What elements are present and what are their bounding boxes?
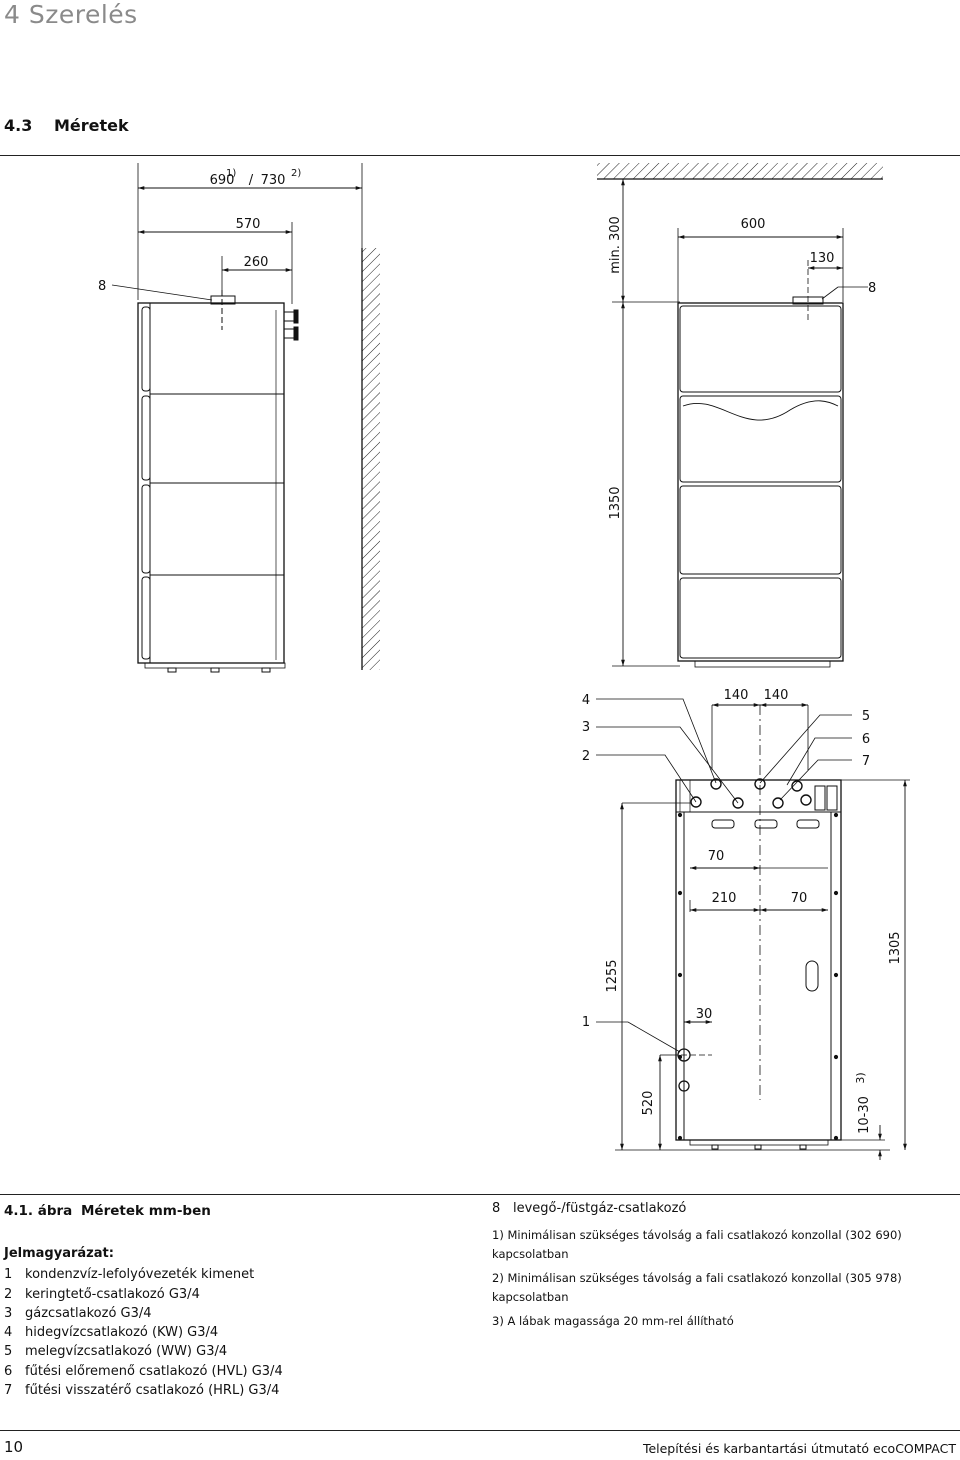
side-view	[111, 163, 380, 673]
figure-caption: 4.1. ábra Méretek mm-ben	[4, 1203, 211, 1219]
figure-bottom-rule	[0, 1194, 960, 1195]
ceiling-hatch	[597, 163, 883, 179]
dim-feet-note: 3)	[854, 1072, 867, 1083]
chapter-title: 4 Szerelés	[4, 0, 138, 29]
dim-sep: /	[249, 173, 254, 188]
label-2: 2	[582, 749, 590, 764]
legend-heading: Jelmagyarázat:	[4, 1246, 114, 1261]
footnote-2: 2) Minimálisan szükséges távolság a fali…	[492, 1271, 902, 1304]
section-heading: 4.3 Méretek	[4, 116, 129, 135]
rear-view	[596, 698, 910, 1160]
wall-hatch	[362, 248, 380, 670]
footnotes: 1) Minimálisan szükséges távolság a fali…	[492, 1226, 952, 1336]
caption-label: 4.1. ábra	[4, 1203, 73, 1219]
dim-690-note: 1)	[226, 168, 236, 179]
section-number: 4.3	[4, 116, 33, 135]
dim-730: 730	[261, 173, 286, 188]
dim-1255: 1255	[605, 959, 620, 992]
label-8-front: 8	[868, 281, 876, 296]
dim-140a: 140	[724, 688, 749, 703]
document-title: Telepítési és karbantartási útmutató eco…	[642, 1441, 956, 1456]
dim-570: 570	[236, 217, 261, 232]
front-view	[597, 163, 883, 668]
section-title: Méretek	[54, 116, 129, 135]
footnote-3: 3) A lábak magassága 20 mm-rel állítható	[492, 1314, 734, 1328]
dim-70-right: 70	[791, 891, 808, 906]
dim-1305: 1305	[888, 931, 903, 964]
label-8-side: 8	[98, 279, 106, 294]
dimension-drawing: 690 1) / 730 2) 570 260 8 min. 300 135	[98, 163, 910, 1160]
dim-30: 30	[696, 1007, 713, 1022]
label-3: 3	[582, 720, 590, 735]
top-rule	[0, 155, 960, 156]
dim-690: 690	[210, 173, 235, 188]
footnote-1: 1) Minimálisan szükséges távolság a fali…	[492, 1228, 902, 1261]
caption-text: Méretek mm-ben	[81, 1203, 211, 1219]
dim-min-300: min. 300	[608, 216, 623, 274]
page-number: 10	[4, 1438, 24, 1456]
dim-70-top: 70	[708, 849, 725, 864]
dim-210: 210	[712, 891, 737, 906]
label-6: 6	[862, 732, 870, 747]
label-1: 1	[582, 1015, 590, 1030]
label-4: 4	[582, 693, 590, 708]
dim-730-note: 2)	[291, 168, 301, 179]
dim-140b: 140	[764, 688, 789, 703]
dim-520: 520	[641, 1091, 656, 1116]
dim-10-30: 10-30	[857, 1096, 872, 1134]
dim-260: 260	[244, 255, 269, 270]
dim-600: 600	[741, 217, 766, 232]
footer-rule	[0, 1430, 960, 1431]
label-5: 5	[862, 709, 870, 724]
dim-1350: 1350	[608, 486, 623, 519]
dim-130: 130	[810, 251, 835, 266]
label-7: 7	[862, 754, 870, 769]
